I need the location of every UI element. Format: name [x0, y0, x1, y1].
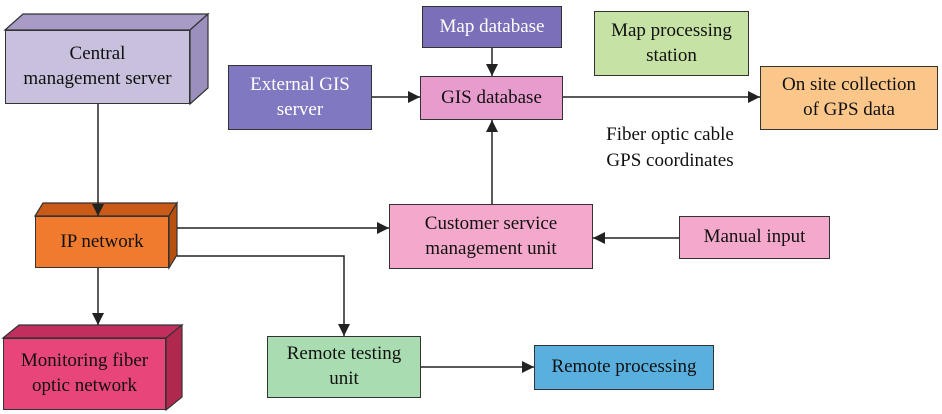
manual-input-node: Manual input	[679, 216, 830, 259]
central-management-server-node: Central management server	[5, 30, 190, 104]
remote-processing-node: Remote processing	[534, 345, 714, 390]
monitoring-network-3d-faces	[1, 323, 184, 412]
customer-service-management-unit-node: Customer service management unit	[389, 204, 593, 269]
monitoring-fiber-optic-network-node: Monitoring fiber optic network	[3, 338, 166, 410]
external-gis-server-node: External GIS server	[228, 65, 372, 130]
on-site-gps-collection-node: On site collection of GPS data	[760, 66, 938, 130]
gis-database-node: GIS database	[420, 76, 563, 120]
fiber-gps-annotation: Fiber optic cable GPS coordinates	[606, 124, 734, 171]
map-database-node: Map database	[422, 6, 562, 48]
central-server-3d-faces	[3, 12, 210, 106]
ip-network-3d-faces	[33, 200, 179, 271]
remote-testing-unit-node: Remote testing unit	[267, 336, 421, 398]
edge-ip-to-remote-testing	[177, 255, 350, 336]
map-processing-station-node: Map processing station	[594, 11, 749, 76]
ip-network-node: IP network	[35, 216, 169, 268]
